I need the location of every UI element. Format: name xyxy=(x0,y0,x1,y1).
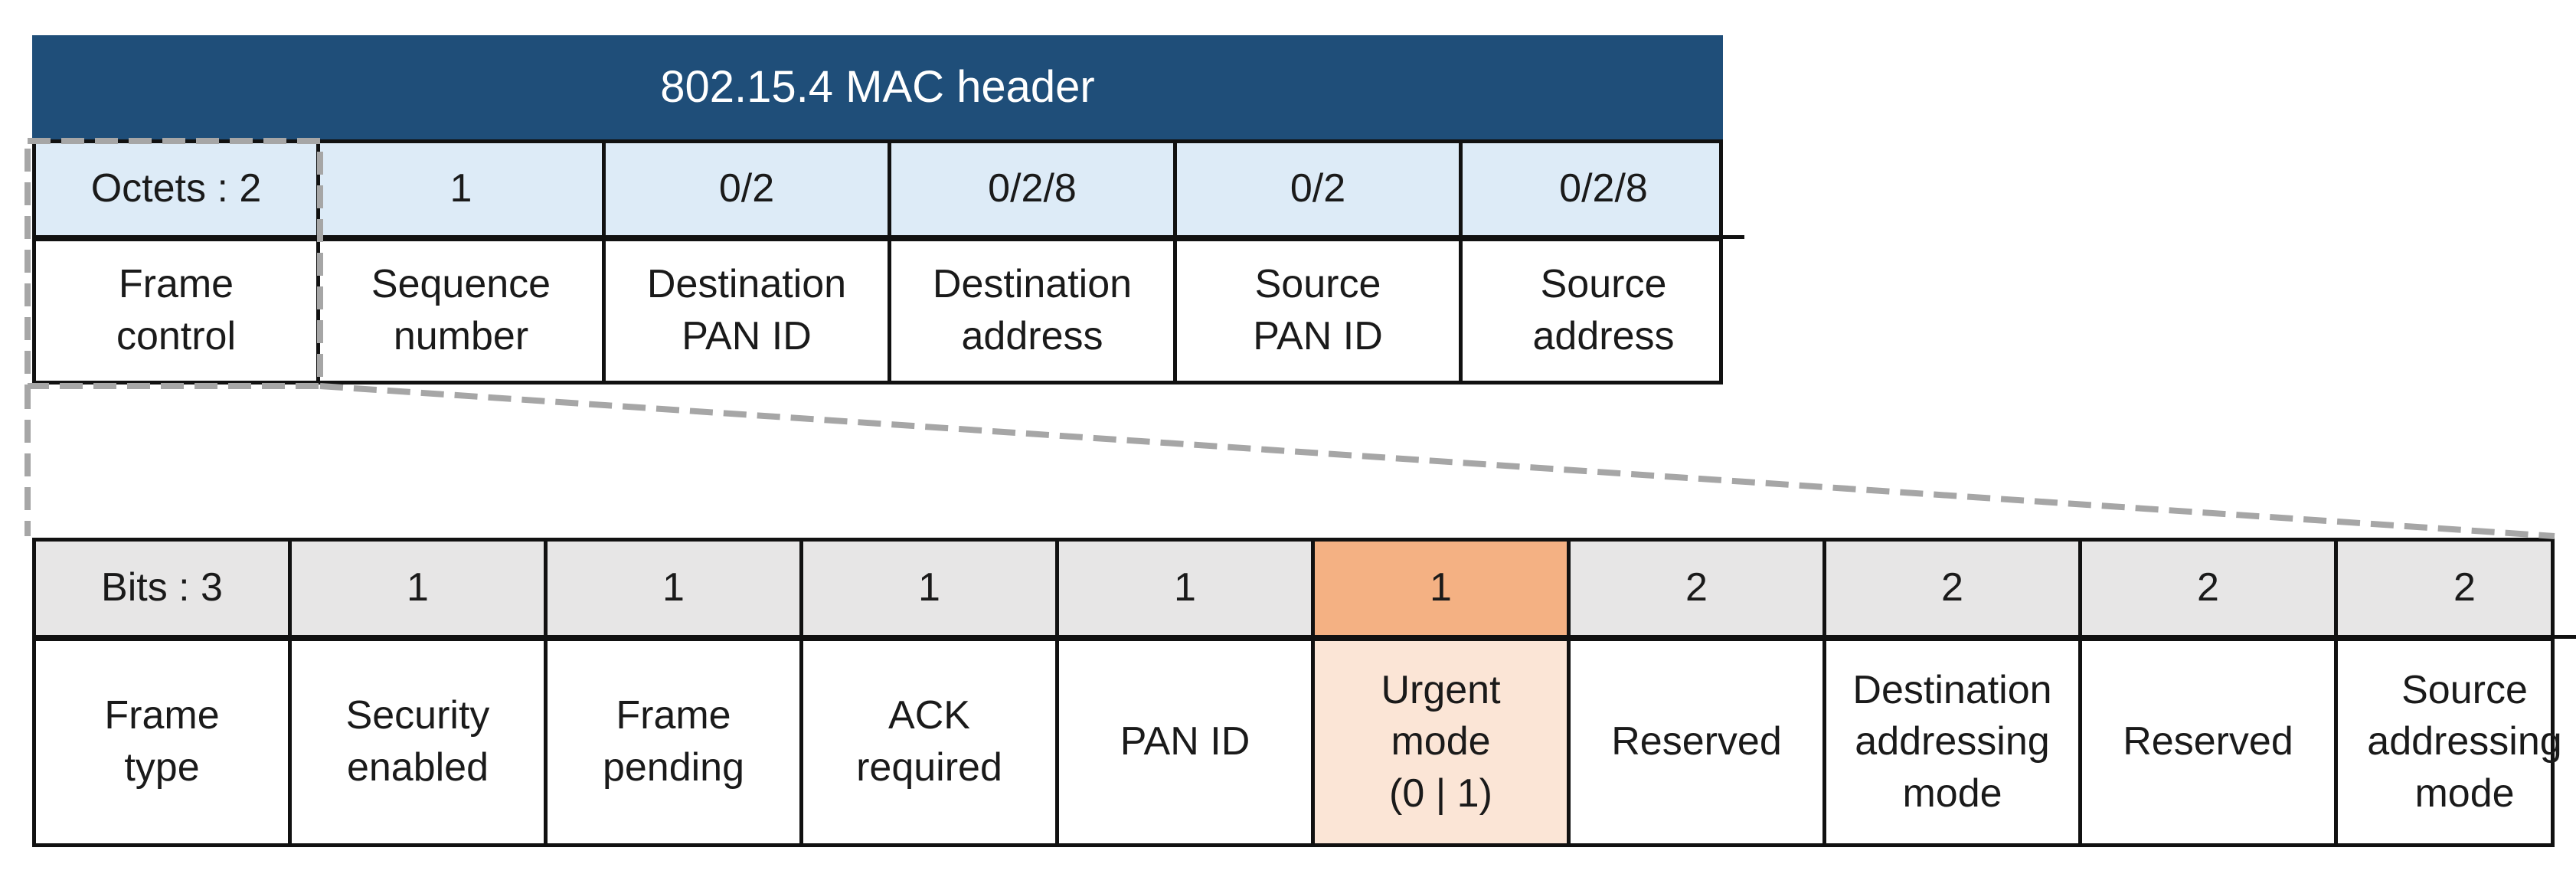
mac-field-destination-pan-id: Destination PAN ID xyxy=(606,241,891,381)
fc-field-urgent-mode: Urgent mode (0 | 1) xyxy=(1315,641,1571,843)
mac-octet-source-pan-id: 0/2 xyxy=(1177,143,1463,239)
fc-field-reserved-2: Reserved xyxy=(2082,641,2338,843)
fc-field-frame-pending: Frame pending xyxy=(548,641,803,843)
mac-fields-row: Frame control Sequence number Destinatio… xyxy=(32,237,1723,385)
fc-bits-urgent-mode: 1 xyxy=(1315,542,1571,639)
mac-octet-frame-control: Octets : 2 xyxy=(36,143,320,239)
mac-field-source-address: Source address xyxy=(1532,262,1675,358)
fc-bits-ack-required: 1 xyxy=(803,542,1059,639)
mac-field-destination-address: Destination address xyxy=(891,241,1177,381)
frame-control-bits-row: Bits : 3 1 1 1 1 1 2 2 2 2 xyxy=(32,538,2576,639)
zoom-right-line xyxy=(319,383,2555,539)
fc-bits-destination-addressing-mode: 2 xyxy=(1826,542,2082,639)
mac-field-sequence-number: Sequence number xyxy=(320,241,606,381)
frame-control-fields-row: Frame type Security enabled Frame pendin… xyxy=(32,637,2562,847)
fc-bits-source-addressing-mode: 2 xyxy=(2338,542,2576,639)
fc-bits-security-enabled: 1 xyxy=(292,542,548,639)
fc-field-pan-id: PAN ID xyxy=(1059,641,1315,843)
fc-field-frame-type: Frame type xyxy=(36,641,292,843)
mac-octet-source-address: 0/2/8 xyxy=(1463,143,1744,239)
mac-octet-destination-pan-id: 0/2 xyxy=(606,143,891,239)
fc-field-destination-addressing-mode: Destination addressing mode xyxy=(1826,641,2082,843)
fc-bits-frame-pending: 1 xyxy=(548,542,803,639)
fc-bits-reserved-1: 2 xyxy=(1571,542,1826,639)
mac-header-title: 802.15.4 MAC header xyxy=(32,35,1723,139)
mac-octets-row: Octets : 2 1 0/2 0/2/8 0/2 0/2/8 xyxy=(32,139,1744,239)
fc-bits-reserved-2: 2 xyxy=(2082,542,2338,639)
fc-field-reserved-1: Reserved xyxy=(1571,641,1826,843)
fc-bits-frame-type: Bits : 3 xyxy=(36,542,292,639)
fc-field-source-addressing-mode: Source addressing mode xyxy=(2367,667,2562,816)
fc-field-security-enabled: Security enabled xyxy=(292,641,548,843)
mac-field-source-pan-id: Source PAN ID xyxy=(1177,241,1463,381)
mac-octet-destination-address: 0/2/8 xyxy=(891,143,1177,239)
fc-field-ack-required: ACK required xyxy=(803,641,1059,843)
fc-bits-pan-id: 1 xyxy=(1059,542,1315,639)
mac-field-frame-control: Frame control xyxy=(36,241,320,381)
mac-octet-sequence-number: 1 xyxy=(320,143,606,239)
